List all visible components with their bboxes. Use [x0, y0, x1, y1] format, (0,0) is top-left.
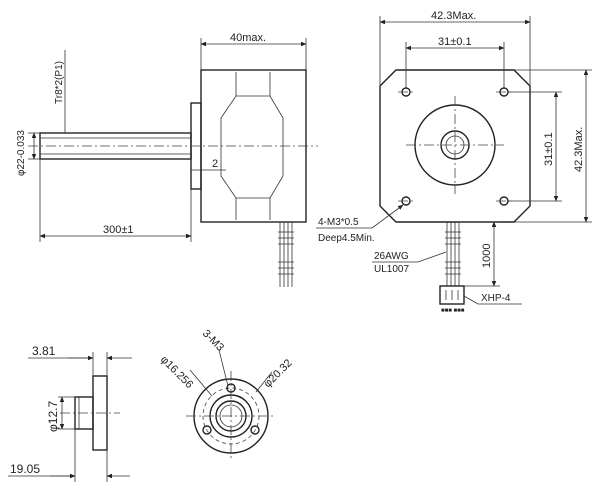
frame-height-label: 42.3Max. [573, 127, 585, 172]
bolt-circle-label: φ16.256 [158, 354, 195, 391]
total-length-label: 19.05 [10, 462, 40, 476]
wire-gauge-label: 26AWG [374, 251, 409, 262]
boss-diameter-label: φ12.7 [46, 401, 60, 432]
flange-diameter-label: φ20.32 [262, 357, 295, 390]
nut-hole-right [250, 425, 260, 435]
mount-thread-label: 4-M3*0.5 [318, 217, 359, 228]
nut-hole-left [202, 425, 212, 435]
xhp4-connector [439, 285, 465, 305]
side-view: 40max. Tr8*2(P1) φ22-0.033 2 300±1 [16, 32, 318, 287]
nut-front-view: φ16.256 3-M3 φ20.32 [158, 328, 295, 461]
wire-type-label: UL1007 [374, 264, 409, 275]
hole-spacing-v-label: 31±0.1 [543, 132, 555, 166]
front-wire-bundle [445, 222, 461, 286]
wire-length-label: 1000 [481, 244, 493, 268]
mount-depth-label: Deep4.5Min. [318, 233, 375, 244]
connector-label: XHP-4 [481, 293, 511, 304]
hole-spacing-h-label: 31±0.1 [438, 36, 472, 48]
connector-note: ■■■ ■■■ [441, 308, 465, 314]
front-view: ■■■ ■■■ 42.3Max. 31±0.1 31±0.1 42.3Max. … [316, 10, 592, 314]
holes-label: 3-M3 [200, 328, 226, 354]
stator-step-outline [220, 95, 284, 199]
body-length-label: 40max. [230, 32, 266, 44]
frame-width-label: 42.3Max. [431, 10, 476, 22]
side-wire-bundle [278, 222, 294, 287]
step-width-label: 2 [212, 158, 218, 170]
flange-thickness-label: 3.81 [32, 344, 56, 358]
shaft-length-label: 300±1 [103, 224, 134, 236]
thread-spec-label: Tr8*2(P1) [54, 61, 65, 104]
shaft-diameter-label: φ22-0.033 [16, 130, 27, 176]
nut-side-view: 3.81 φ12.7 19.05 [8, 344, 132, 482]
